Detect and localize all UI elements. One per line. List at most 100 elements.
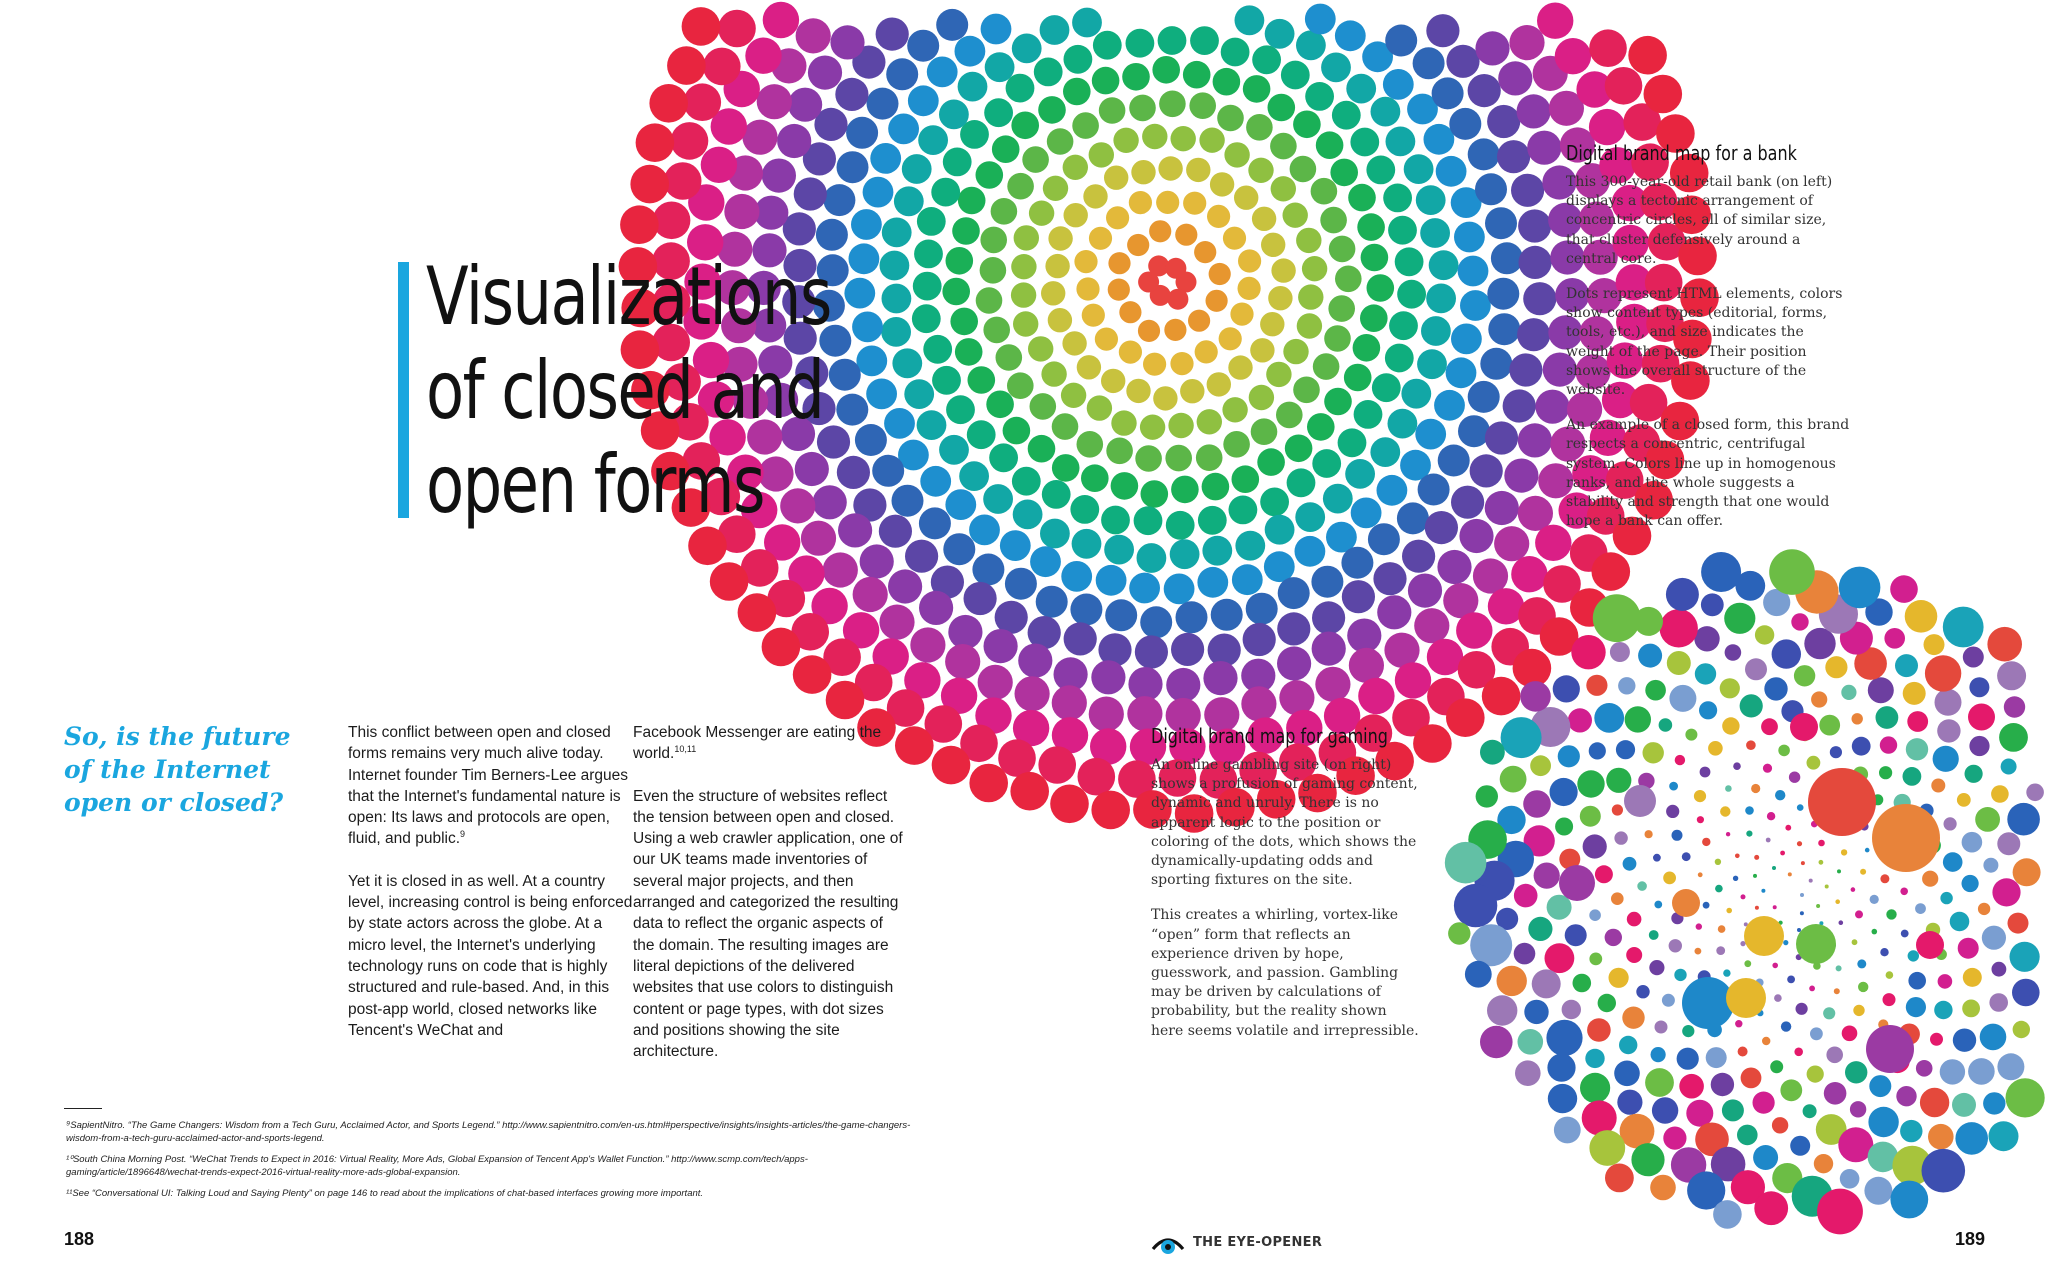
map-dot	[1735, 570, 1766, 601]
map-dot	[652, 201, 691, 240]
map-dot	[1601, 381, 1639, 419]
map-dot	[1165, 444, 1192, 472]
map-dot	[1360, 243, 1389, 272]
map-dot	[1819, 921, 1824, 926]
map-dot	[998, 739, 1036, 777]
map-dot	[1997, 661, 2027, 691]
map-dot	[1076, 431, 1104, 458]
map-dot	[1010, 282, 1037, 308]
map-dot	[1761, 718, 1778, 736]
map-dot	[999, 530, 1031, 561]
caption-gaming: Digital brand map for gaming An online g…	[1151, 724, 1421, 1057]
map-dot	[1098, 633, 1132, 667]
map-dot	[1811, 691, 1828, 708]
map-dot	[811, 587, 848, 625]
map-dot	[1027, 434, 1056, 463]
map-dot	[1334, 20, 1366, 52]
map-dot	[895, 726, 934, 765]
map-dot	[1580, 1072, 1611, 1103]
map-dot	[1618, 677, 1636, 695]
map-dot	[764, 524, 801, 561]
map-dot	[1659, 609, 1698, 648]
map-dot	[1165, 257, 1187, 279]
map-dot	[1063, 622, 1097, 656]
map-dot	[910, 627, 946, 663]
map-dot	[1119, 301, 1142, 324]
map-dot	[888, 569, 923, 604]
map-dot	[1315, 131, 1344, 159]
map-dot	[914, 239, 943, 269]
map-dot	[663, 363, 701, 401]
map-dot	[1271, 258, 1296, 283]
map-dot	[1687, 1171, 1726, 1210]
map-dot	[1128, 667, 1163, 702]
map-dot	[1968, 703, 1995, 731]
map-dot	[1740, 941, 1746, 947]
map-dot	[1851, 713, 1863, 725]
map-dot	[758, 345, 793, 380]
map-dot	[1101, 505, 1130, 535]
map-dot	[923, 334, 953, 364]
map-dot	[932, 365, 961, 395]
map-dot	[994, 600, 1028, 634]
map-dot	[1696, 816, 1704, 824]
map-dot	[746, 270, 781, 305]
map-dot	[1472, 558, 1509, 594]
map-dot	[1277, 646, 1312, 681]
map-dot	[870, 143, 902, 174]
map-dot	[1871, 928, 1878, 935]
map-dot	[1754, 854, 1760, 860]
map-dot	[1348, 183, 1376, 212]
map-dot	[848, 243, 880, 275]
map-dot	[1824, 884, 1829, 889]
map-dot	[1182, 60, 1211, 89]
map-dot	[1451, 485, 1485, 519]
map-dot	[1194, 241, 1217, 264]
map-dot	[1456, 612, 1493, 649]
map-dot	[1241, 658, 1276, 693]
map-dot	[1919, 1087, 1950, 1118]
map-dot	[1809, 985, 1815, 992]
map-dot	[1446, 698, 1485, 737]
map-dot	[1660, 401, 1700, 441]
caption-paragraph: An example of a closed form, this brand …	[1566, 417, 1850, 530]
map-dot	[1091, 660, 1126, 695]
map-dot	[1615, 264, 1653, 301]
map-dot	[952, 217, 980, 245]
map-dot	[721, 308, 757, 344]
map-dot	[1835, 965, 1842, 972]
map-dot	[1487, 995, 1518, 1026]
map-dot	[945, 246, 974, 275]
map-dot	[1737, 1046, 1748, 1057]
map-dot	[836, 151, 869, 184]
map-dot	[1312, 601, 1346, 635]
map-dot	[1370, 96, 1401, 127]
map-dot	[945, 489, 977, 520]
map-dot	[1460, 290, 1491, 321]
map-dot	[1237, 276, 1261, 300]
map-dot	[972, 553, 1005, 586]
map-dot	[1547, 1053, 1576, 1082]
map-dot	[764, 382, 799, 417]
map-dot	[1818, 839, 1825, 847]
map-dot	[1864, 1176, 1893, 1205]
map-dot	[1875, 706, 1899, 729]
map-dot	[1248, 157, 1274, 183]
map-dot	[1129, 94, 1156, 122]
map-dot	[1373, 562, 1407, 596]
map-dot	[1205, 289, 1228, 312]
map-dot	[1695, 923, 1703, 930]
map-dot	[1202, 535, 1233, 566]
map-dot	[1027, 616, 1061, 650]
footnote: ¹⁰South China Morning Post. “WeChat Tren…	[66, 1154, 808, 1178]
map-dot	[1475, 173, 1507, 206]
footnote-ref[interactable]: 10,11	[674, 744, 697, 755]
map-dot	[1790, 713, 1818, 741]
footnote-ref[interactable]: 9	[460, 829, 466, 840]
map-dot	[1072, 7, 1102, 38]
map-dot	[1403, 154, 1434, 185]
caption-title: Digital brand map for gaming	[1151, 724, 1388, 748]
map-dot	[1651, 1097, 1679, 1124]
map-dot	[1665, 577, 1699, 611]
map-dot	[1159, 90, 1186, 118]
